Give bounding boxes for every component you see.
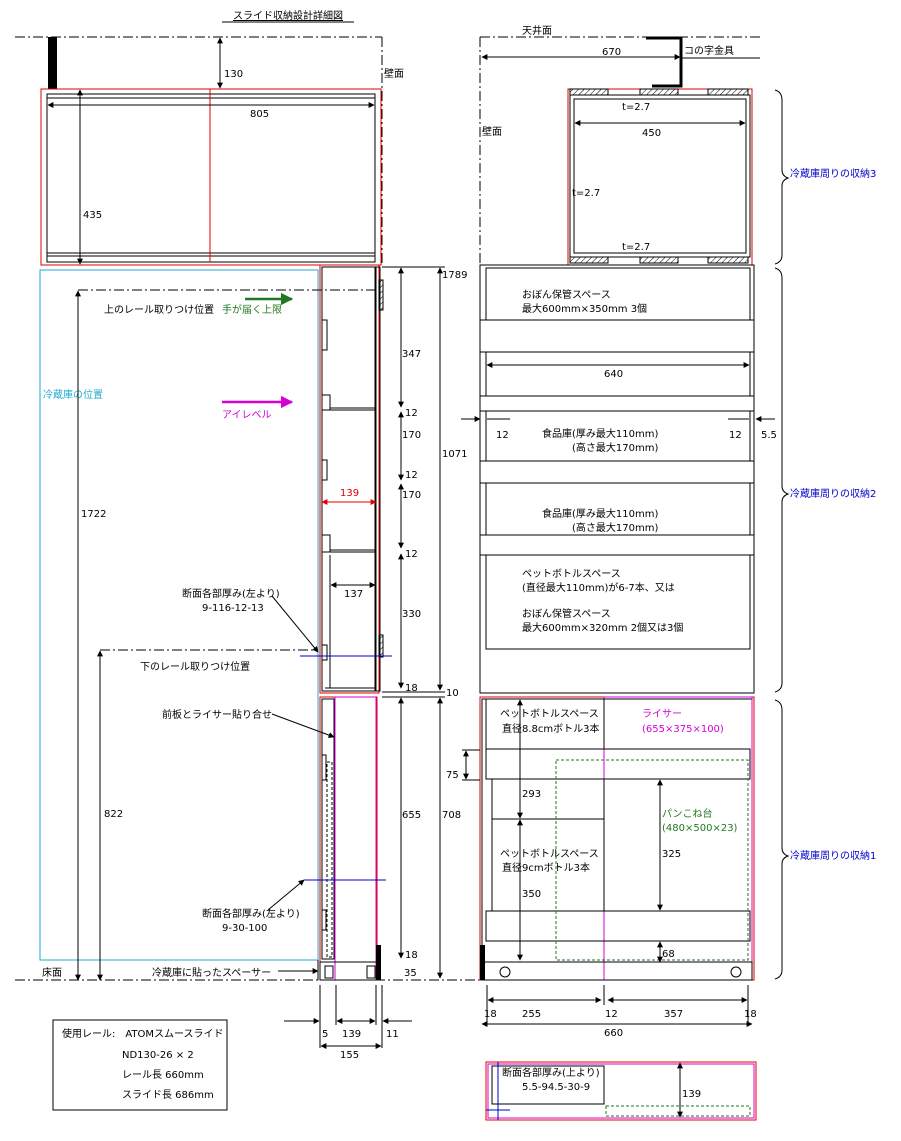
- drawing-title: スライド収納設計詳細図: [233, 9, 343, 22]
- right-front-view: 天井面 670 コの字金具 壁面 t=2.7 450 t=2.7 t=2.7 冷…: [446, 24, 876, 1121]
- storage-2-label: 冷蔵庫周りの収納2: [790, 487, 876, 500]
- food-2-height: (高さ最大170mm): [572, 521, 658, 534]
- bracket-icon: [646, 36, 683, 88]
- dim-450: 450: [642, 128, 661, 139]
- dim-155: 155: [340, 1050, 359, 1061]
- rail-line-2: ND130-26 × 2: [122, 1050, 194, 1061]
- dim-18b: 18: [405, 950, 418, 961]
- dim-255: 255: [522, 1009, 541, 1020]
- riser-title: ライサー: [642, 708, 682, 720]
- front-riser-label: 前板とライサー貼り合せ: [162, 708, 272, 721]
- dim-12-mid: 12: [605, 1009, 618, 1020]
- bracket-label: コの字金具: [684, 44, 734, 57]
- thickness-side: t=2.7: [572, 188, 600, 199]
- section-right-label: 断面各部厚み(上より): [502, 1066, 600, 1079]
- bread-board-title: パンこね台: [662, 807, 713, 820]
- thickness-top: t=2.7: [622, 102, 650, 113]
- upper-rail-label: 上のレール取りつけ位置: [104, 303, 214, 316]
- spacer-label: 冷蔵庫に貼ったスペーサー: [152, 966, 271, 979]
- dim-822: 822: [104, 809, 123, 820]
- bread-board-size: (480×500×23): [662, 823, 738, 834]
- obon-space-1-title: おぼん保管スペース: [522, 288, 611, 301]
- dim-18-right: 18: [744, 1009, 757, 1020]
- obon-space-2-title: おぼん保管スペース: [522, 607, 611, 620]
- dim-357: 357: [664, 1009, 683, 1020]
- wall-label-right: 壁面: [482, 125, 502, 138]
- dim-12b: 12: [405, 470, 418, 481]
- dim-293: 293: [522, 789, 541, 800]
- section-lower-values: 9-30-100: [222, 923, 267, 934]
- dim-170b: 170: [402, 490, 421, 501]
- dim-1071: 1071: [442, 449, 467, 460]
- dim-139-red: 139: [340, 488, 359, 499]
- dim-660: 660: [604, 1028, 623, 1039]
- fridge-position-label: 冷蔵庫の位置: [43, 388, 103, 401]
- pet-9cm-size: 直径9cmボトル3本: [502, 861, 590, 874]
- dim-18a: 18: [405, 683, 418, 694]
- dim-18-left: 18: [484, 1009, 497, 1020]
- dim-75: 75: [446, 770, 459, 781]
- storage-3-label: 冷蔵庫周りの収納3: [790, 167, 876, 180]
- food-1-height: (高さ最大170mm): [572, 441, 658, 454]
- dim-805: 805: [250, 109, 269, 120]
- wall-label-left: 壁面: [384, 67, 404, 80]
- dim-35: 35: [404, 968, 417, 979]
- dim-330: 330: [402, 609, 421, 620]
- dim-170a: 170: [402, 430, 421, 441]
- dim-640: 640: [604, 369, 623, 380]
- obon-space-2-size: 最大600mm×320mm 2個又は3個: [522, 621, 683, 634]
- ceiling-label: 天井面: [522, 24, 552, 37]
- section-upper-label: 断面各部厚み(左より): [182, 587, 280, 600]
- dim-1722: 1722: [81, 509, 106, 520]
- obon-space-1-size: 最大600mm×350mm 3個: [522, 302, 647, 315]
- dim-68: 68: [662, 949, 675, 960]
- reach-limit-label: 手が届く上限: [222, 303, 282, 316]
- dim-12a: 12: [405, 408, 418, 419]
- rail-info-box: 使用レール: ATOMスムースライド ND130-26 × 2 レール長 660…: [52, 1019, 228, 1111]
- pet-small-title: ペットボトルスペース: [500, 708, 599, 720]
- left-side-view: 130 壁面 805 435 冷蔵庫の位置 上のレール取りつけ位置 手が届く上限…: [15, 36, 480, 1061]
- pet-9cm-title: ペットボトルスペース: [500, 848, 599, 860]
- dim-139b: 139: [342, 1029, 361, 1040]
- dim-350: 350: [522, 889, 541, 900]
- eye-level-label: アイレベル: [222, 409, 272, 421]
- dim-655: 655: [402, 810, 421, 821]
- food-1-title: 食品庫(厚み最大110mm): [542, 427, 658, 440]
- thickness-bottom: t=2.7: [622, 242, 650, 253]
- rail-line-4: スライド長 686mm: [122, 1089, 214, 1101]
- floor-label: 床面: [42, 966, 62, 979]
- lower-rail-label: 下のレール取りつけ位置: [140, 660, 250, 673]
- dim-12-right: 12: [729, 430, 742, 441]
- pet-space-size: (直径最大110mm)が6-7本、又は: [522, 581, 675, 594]
- storage-1-label: 冷蔵庫周りの収納1: [790, 849, 876, 862]
- section-lower-label: 断面各部厚み(左より): [202, 907, 300, 920]
- dim-12c: 12: [405, 549, 418, 560]
- dim-130: 130: [224, 69, 243, 80]
- dim-1789: 1789: [442, 270, 467, 281]
- rail-line-1: 使用レール: ATOMスムースライド: [62, 1027, 224, 1040]
- rail-line-3: レール長 660mm: [122, 1069, 204, 1081]
- dim-435: 435: [83, 210, 102, 221]
- pet-space-title: ペットボトルスペース: [522, 568, 621, 580]
- dim-139-section: 139: [682, 1089, 701, 1100]
- section-right-values: 5.5-94.5-30-9: [522, 1082, 590, 1093]
- dim-137: 137: [344, 589, 363, 600]
- dim-11: 11: [386, 1029, 399, 1040]
- riser-size: (655×375×100): [642, 724, 724, 735]
- pet-small-size: 直径8.8cmボトル3本: [502, 722, 600, 735]
- dim-708: 708: [442, 810, 461, 821]
- dim-10: 10: [446, 688, 459, 699]
- dim-5-5: 5.5: [761, 430, 777, 441]
- dim-5: 5: [322, 1029, 328, 1040]
- dim-347: 347: [402, 349, 421, 360]
- section-upper-values: 9-116-12-13: [202, 603, 264, 614]
- food-2-title: 食品庫(厚み最大110mm): [542, 507, 658, 520]
- dim-12-left: 12: [496, 430, 509, 441]
- dim-325: 325: [662, 849, 681, 860]
- dim-670: 670: [602, 47, 621, 58]
